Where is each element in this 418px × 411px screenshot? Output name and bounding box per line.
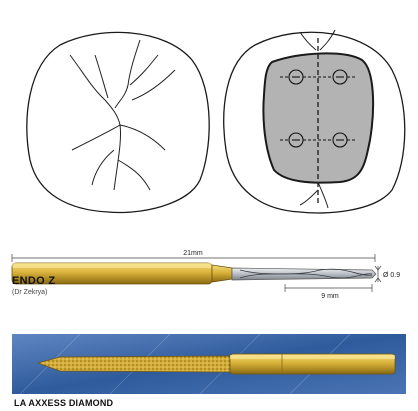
endo-z-credit: (Dr Zekrya)	[12, 289, 47, 296]
tip-length-label: 9 mm	[321, 293, 339, 300]
tooth-occlusal-right	[224, 30, 405, 213]
tooth-occlusal-left	[27, 32, 209, 212]
la-axxess-title: LA AXXESS DIAMOND	[14, 398, 113, 408]
la-axxess-diamond-burr	[12, 334, 406, 394]
burr-neck	[212, 265, 232, 282]
endo-z-title: ENDO Z	[12, 275, 55, 287]
total-length-label: 21mm	[183, 250, 203, 257]
diamond-tip	[38, 356, 230, 372]
diameter-label: Ø 0.9	[383, 272, 400, 279]
endo-z-burr: 21mm 9 mm Ø 0.9	[12, 250, 400, 300]
tooth-outline-left	[27, 32, 209, 212]
